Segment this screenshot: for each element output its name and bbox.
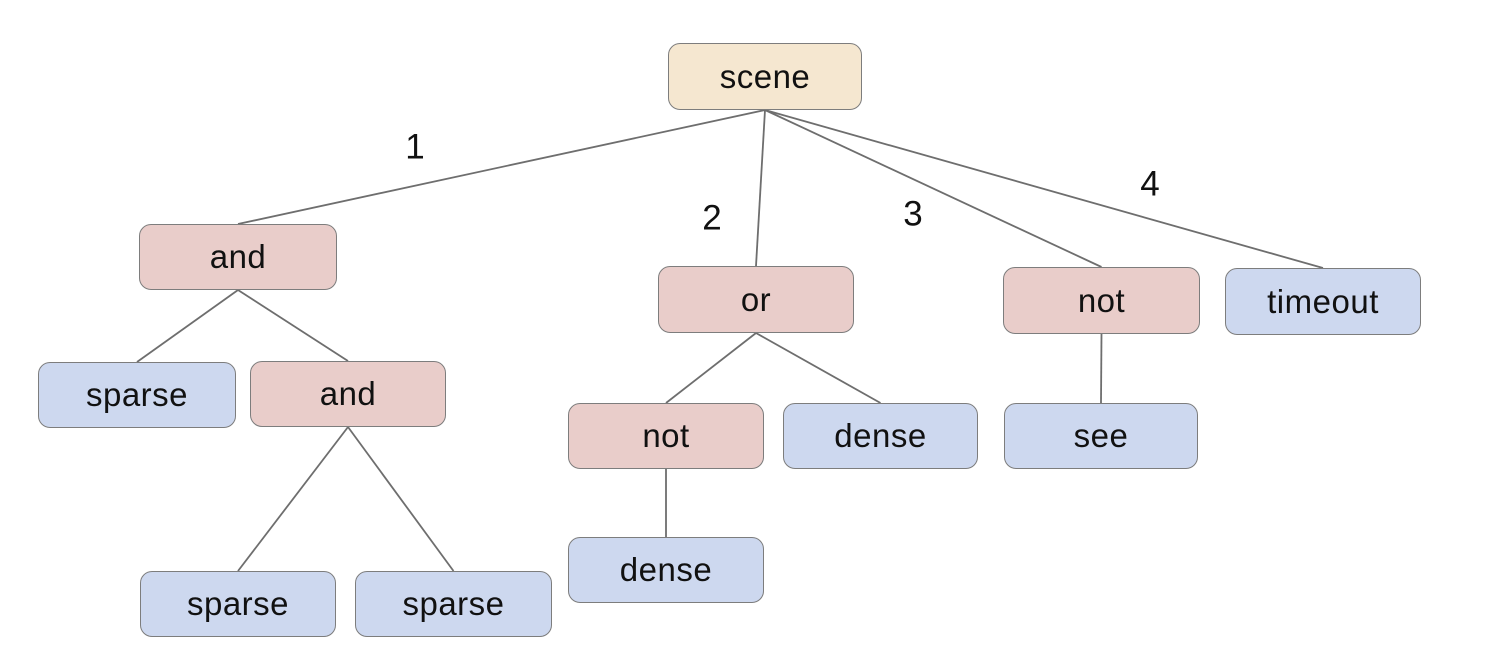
edge-or-1-to-dense-1 bbox=[755, 332, 881, 404]
node-label: not bbox=[642, 417, 690, 454]
edge-and-2-to-sparse-2 bbox=[237, 426, 349, 572]
edge-scene-to-and-1 bbox=[237, 109, 766, 225]
edge-order-label-2: 2 bbox=[702, 198, 722, 238]
edge-not-1-to-see-1 bbox=[1100, 333, 1103, 404]
tree-node-and-2: and bbox=[250, 361, 446, 427]
node-label: not bbox=[1077, 281, 1126, 319]
edge-and-1-to-sparse-1 bbox=[136, 289, 239, 363]
node-label: scene bbox=[719, 57, 811, 95]
node-label: and bbox=[209, 238, 267, 275]
edge-order-label-3: 3 bbox=[903, 194, 923, 234]
node-label: sparse bbox=[186, 585, 290, 622]
tree-node-dense-2: dense bbox=[568, 537, 764, 603]
node-label: see bbox=[1073, 417, 1129, 454]
edge-scene-to-or-1 bbox=[755, 109, 766, 267]
edge-order-label-4: 4 bbox=[1140, 164, 1160, 204]
tree-node-not-1: not bbox=[1003, 267, 1200, 334]
edge-order-label-1: 1 bbox=[405, 127, 425, 167]
node-label: sparse bbox=[402, 585, 505, 622]
edge-and-2-to-sparse-3 bbox=[347, 426, 455, 572]
tree-node-and-1: and bbox=[139, 224, 337, 290]
node-label: dense bbox=[619, 551, 713, 588]
tree-node-see-1: see bbox=[1004, 403, 1198, 469]
edge-or-1-to-not-2 bbox=[665, 332, 757, 404]
node-label: dense bbox=[834, 417, 927, 454]
edge-and-1-to-and-2 bbox=[237, 289, 349, 362]
node-label: sparse bbox=[85, 376, 189, 413]
tree-node-sparse-2: sparse bbox=[140, 571, 336, 637]
node-label: timeout bbox=[1267, 282, 1379, 320]
node-label: and bbox=[319, 375, 377, 412]
edge-scene-to-not-1 bbox=[764, 109, 1102, 268]
tree-node-sparse-1: sparse bbox=[38, 362, 236, 428]
tree-node-or-1: or bbox=[658, 266, 854, 333]
tree-node-not-2: not bbox=[568, 403, 764, 469]
tree-node-scene: scene bbox=[668, 43, 862, 110]
node-label: or bbox=[740, 280, 772, 318]
tree-node-dense-1: dense bbox=[783, 403, 978, 469]
edge-scene-to-timeout-1 bbox=[764, 109, 1324, 269]
tree-node-timeout-1: timeout bbox=[1225, 268, 1421, 335]
tree-node-sparse-3: sparse bbox=[355, 571, 552, 637]
